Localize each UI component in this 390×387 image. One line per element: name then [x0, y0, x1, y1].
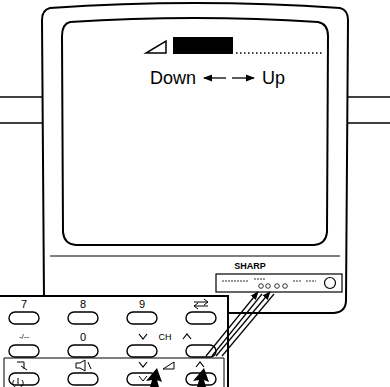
tv-cabinet [42, 3, 348, 313]
button-label: CH [159, 333, 172, 342]
screen-caption: Down [150, 69, 196, 87]
bezel-line [50, 256, 340, 257]
control-panel [216, 274, 342, 292]
down-arrow [204, 77, 226, 78]
panel-pointer-lines [206, 292, 274, 356]
remote-symbols [13, 299, 208, 387]
button-label: 7 [21, 299, 27, 310]
volume-icon [146, 41, 166, 53]
volume-bar [173, 37, 233, 54]
remote-body [0, 296, 228, 387]
brand-logo: SHARP [234, 262, 266, 271]
volume-scale [236, 52, 324, 54]
button-label: 0 [80, 332, 86, 343]
button-label: -/-- [19, 333, 29, 341]
button-label: 8 [80, 299, 86, 310]
button-group-frame [4, 358, 224, 387]
screen-caption: Up [262, 69, 285, 87]
pointer-arrows [146, 368, 209, 387]
remote-buttons [9, 312, 216, 385]
button-label: 9 [139, 299, 145, 310]
up-arrow [232, 77, 254, 78]
panel-controls [222, 278, 336, 289]
tv-screen [62, 18, 328, 245]
